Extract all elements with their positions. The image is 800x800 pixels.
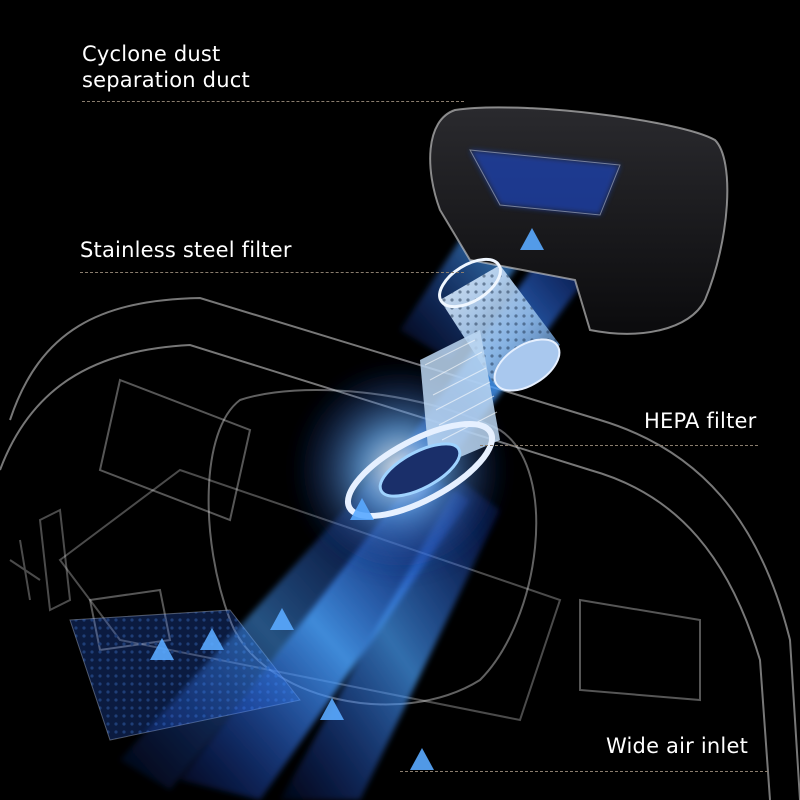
label-cyclone-line-1: Cyclone dust bbox=[82, 42, 221, 66]
cyclone-dust-cup bbox=[429, 106, 729, 335]
stainless-steel-filter bbox=[438, 257, 561, 392]
leader-line-hepa-filter bbox=[480, 445, 758, 446]
label-hepa-filter: HEPA filter bbox=[644, 409, 757, 433]
label-stainless-steel-filter: Stainless steel filter bbox=[80, 238, 292, 262]
leader-line-air-inlet bbox=[400, 771, 768, 772]
label-cyclone-dust-separation-duct: Cyclone dust separation duct bbox=[82, 41, 250, 93]
leader-line-cyclone bbox=[82, 101, 464, 102]
hepa-filter bbox=[344, 330, 500, 519]
leader-line-stainless-filter bbox=[80, 272, 464, 273]
label-wide-air-inlet: Wide air inlet bbox=[606, 734, 749, 758]
airflow-arrows bbox=[150, 228, 544, 770]
label-cyclone-line-2: separation duct bbox=[82, 68, 250, 92]
